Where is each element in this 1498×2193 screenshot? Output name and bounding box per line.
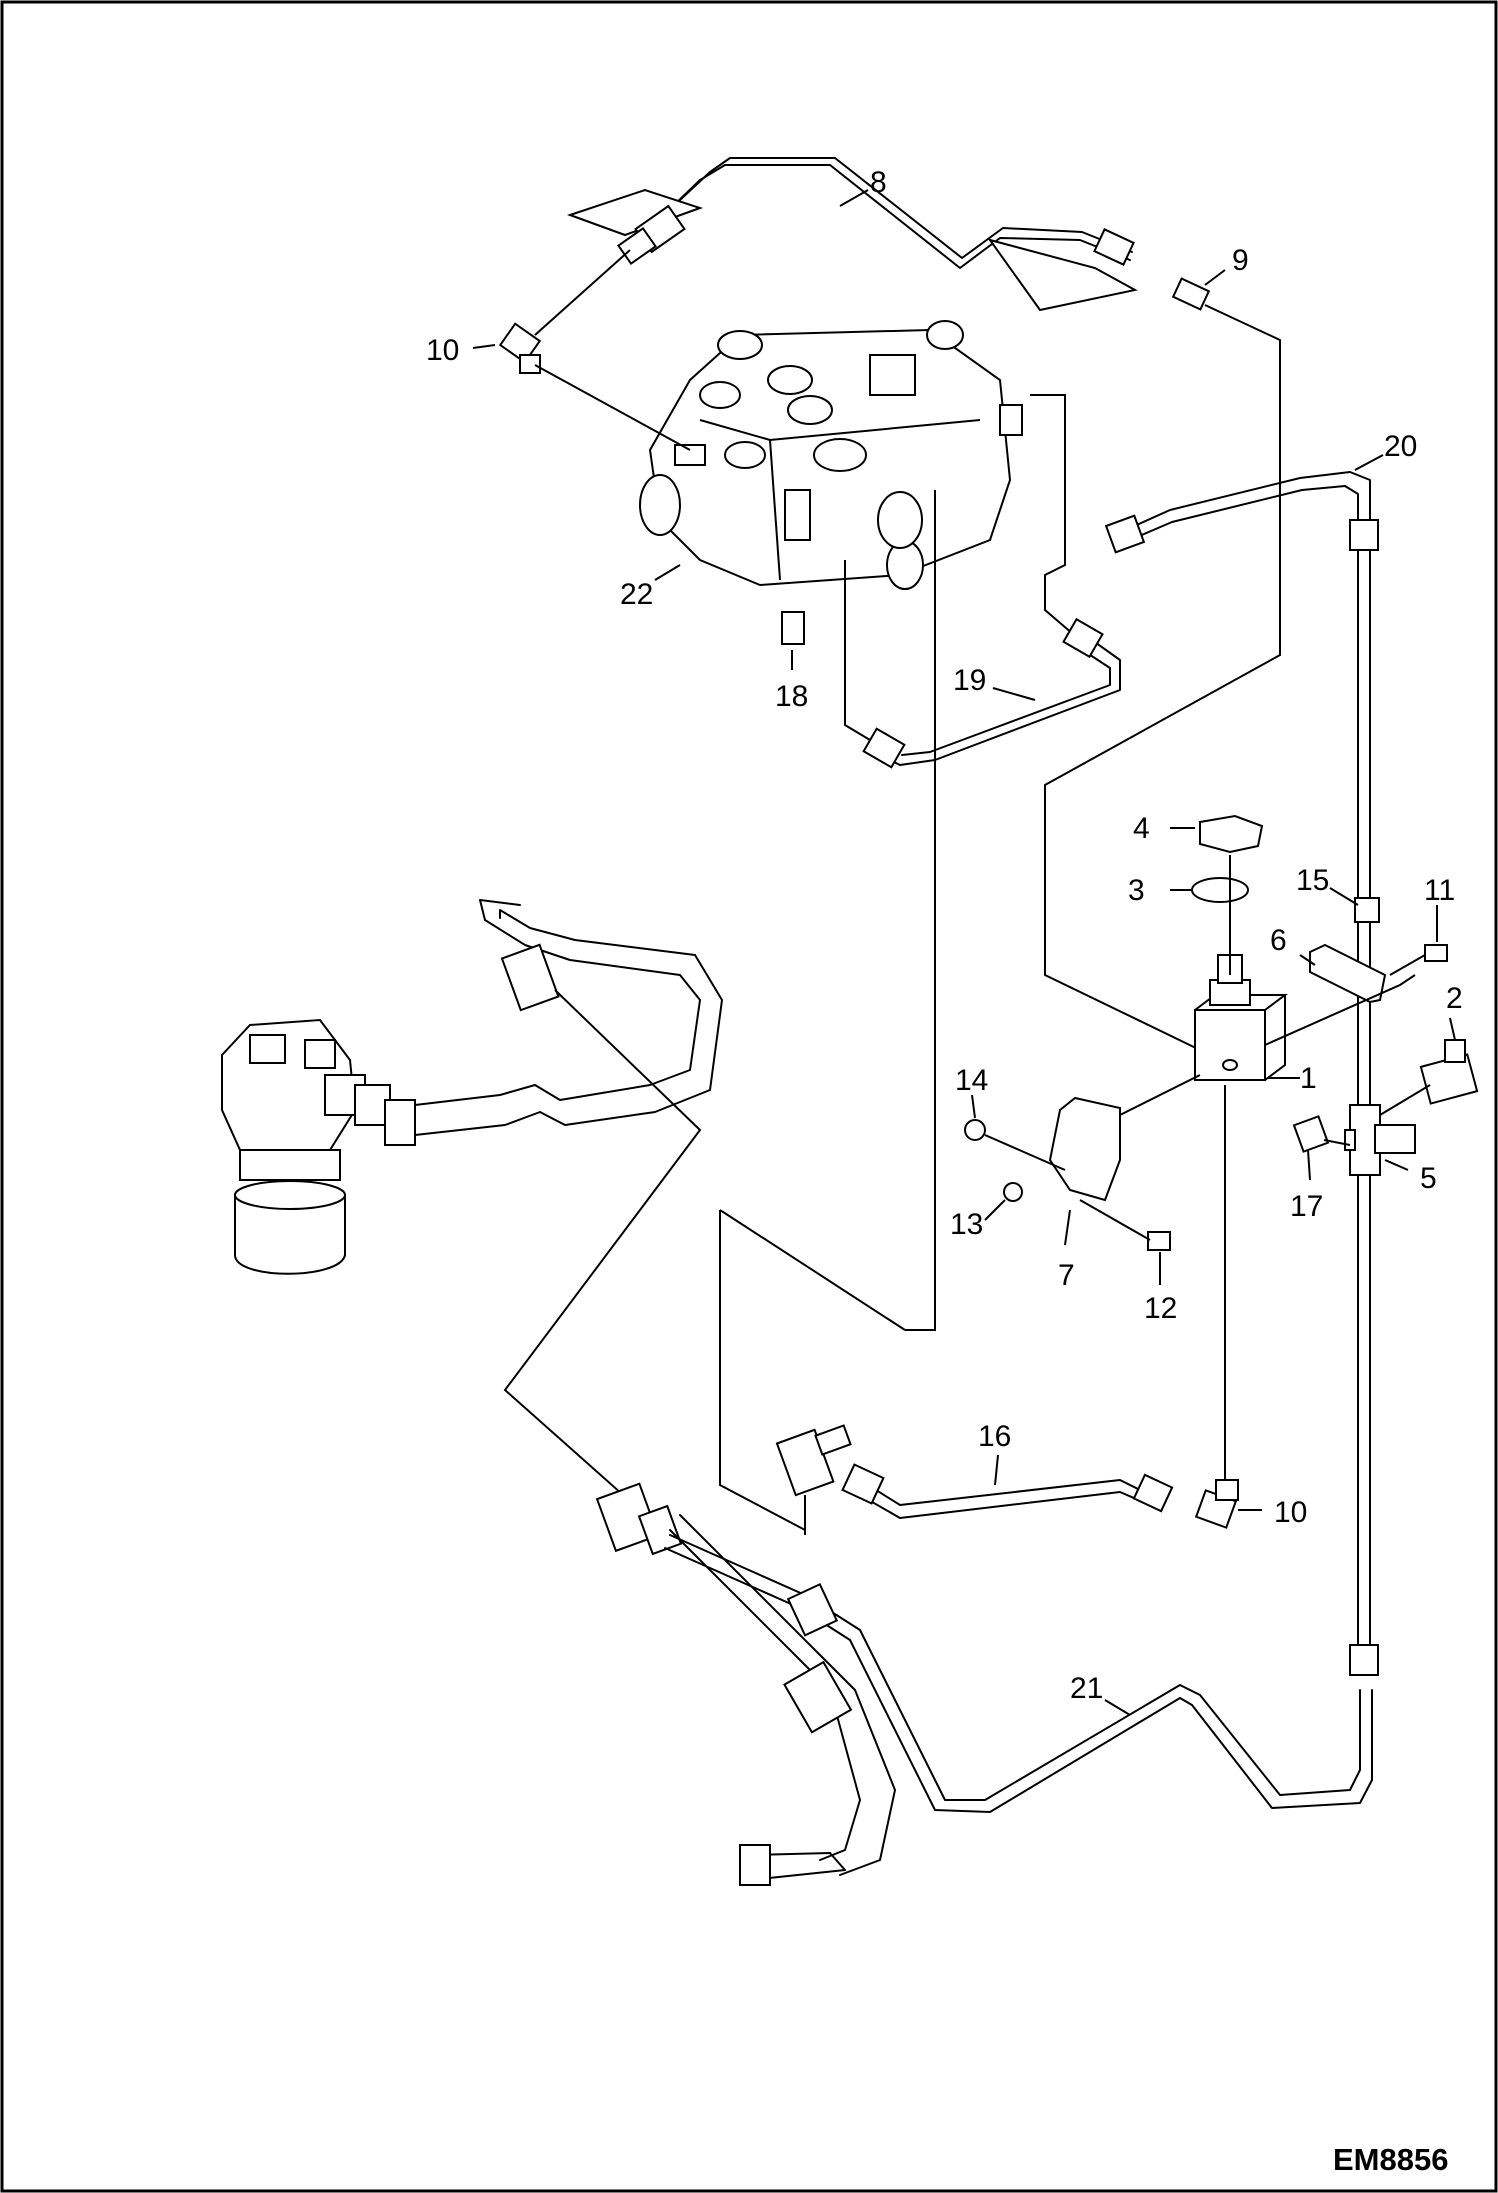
callout-14: 14 (955, 1064, 988, 1097)
fitting-18 (781, 611, 805, 645)
callout-21: 21 (1070, 1672, 1103, 1705)
callout-16: 16 (978, 1420, 1011, 1453)
callout-19: 19 (953, 664, 986, 697)
control-valve (639, 320, 1023, 590)
callout-18: 18 (775, 680, 808, 713)
relief-valve (1194, 954, 1288, 1081)
callout-10-top: 10 (426, 334, 459, 367)
gasket-3 (1191, 877, 1249, 903)
tee-5 (1344, 1104, 1416, 1176)
fitting-9 (1171, 277, 1211, 311)
callout-5: 5 (1420, 1162, 1437, 1195)
callout-11: 11 (1424, 874, 1455, 907)
nut-13 (1003, 1182, 1023, 1202)
callout-7: 7 (1058, 1259, 1075, 1292)
callout-10-bottom: 10 (1274, 1496, 1307, 1529)
bolt-12 (1147, 1231, 1171, 1251)
hose-filter-outlet (414, 899, 723, 1136)
tube-19 (879, 634, 1121, 766)
pressure-switch-2 (1379, 1039, 1479, 1116)
elbow-10-bottom (1194, 1479, 1239, 1529)
bracket-6 (1309, 943, 1387, 1004)
filter-assembly (221, 1018, 416, 1275)
tube-21 (669, 1534, 1361, 1801)
callout-6: 6 (1270, 924, 1287, 957)
callout-15: 15 (1296, 864, 1329, 897)
nut-15 (1354, 897, 1380, 923)
elbow-10-top (498, 322, 542, 374)
callout-13: 13 (950, 1208, 983, 1241)
callout-2: 2 (1446, 982, 1463, 1015)
bolt-11 (1389, 944, 1448, 976)
callout-1: 1 (1300, 1062, 1317, 1095)
callout-20: 20 (1384, 430, 1417, 463)
callout-12: 12 (1144, 1292, 1177, 1325)
callout-4: 4 (1133, 812, 1150, 845)
tee-fitting-bottom (775, 1424, 852, 1535)
bracket-7 (1048, 1096, 1121, 1202)
callout-22: 22 (620, 578, 653, 611)
callout-3: 3 (1128, 874, 1145, 907)
callout-8: 8 (870, 166, 887, 199)
callout-leaders (472, 189, 1456, 1716)
cap-17 (1292, 1115, 1330, 1153)
tube-8 (566, 157, 1138, 312)
callout-9: 9 (1232, 244, 1249, 277)
nut-14 (964, 1119, 986, 1141)
lower-hose-assembly (595, 1482, 896, 1886)
cap-4 (1199, 814, 1264, 854)
tube-16 (859, 1479, 1151, 1506)
drawing-code: EM8856 (1333, 2142, 1448, 2177)
callout-17: 17 (1290, 1190, 1323, 1223)
